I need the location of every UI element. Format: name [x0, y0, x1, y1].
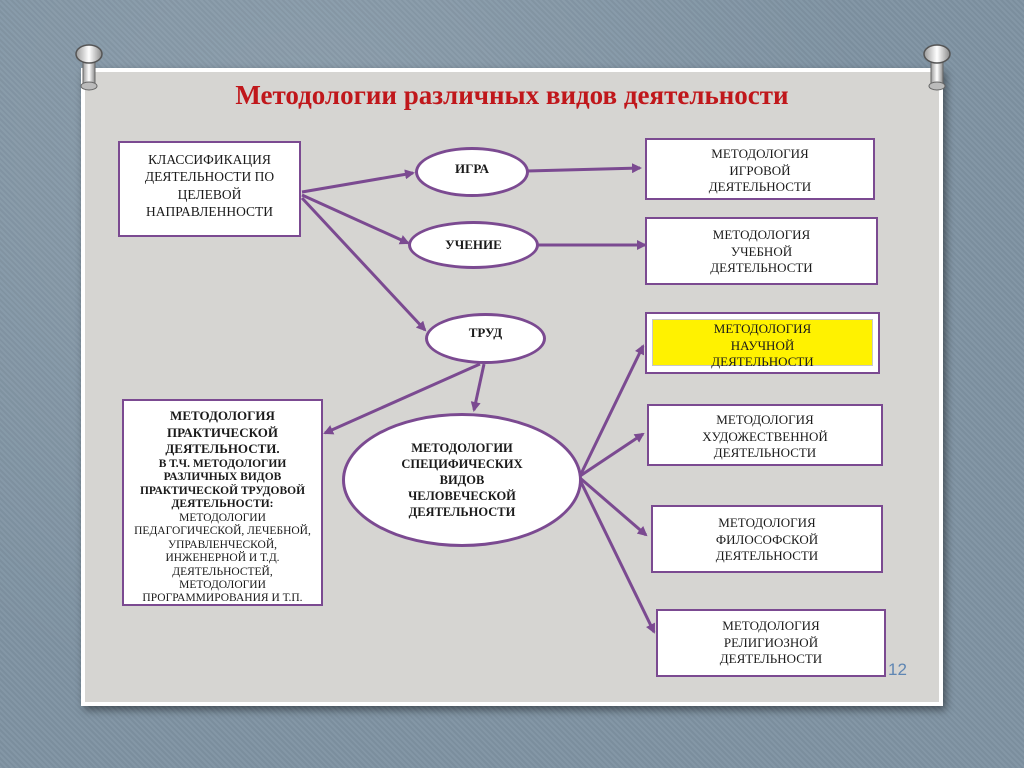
- game-methodology-line-2: ИГРОВОЙ: [729, 162, 791, 178]
- practical-heading-line-2: ПРАКТИЧЕСКОЙ: [167, 424, 278, 440]
- science-methodology-line-2: НАУЧНОЙ: [730, 337, 795, 353]
- practical-sub-line-3: ПРАКТИЧЕСКОЙ ТРУДОВОЙ: [139, 484, 306, 497]
- study-methodology-line-1: МЕТОДОЛОГИЯ: [712, 227, 811, 242]
- oval-labor: ТРУД: [425, 313, 546, 364]
- specific-line-2: СПЕЦИФИЧЕСКИХ: [401, 457, 523, 471]
- practical-methodology-box: МЕТОДОЛОГИЯ ПРАКТИЧЕСКОЙ ДЕЯТЕЛЬНОСТИ. В…: [122, 399, 323, 606]
- study-methodology-box: МЕТОДОЛОГИЯ УЧЕБНОЙ ДЕЯТЕЛЬНОСТИ: [645, 217, 878, 285]
- specific-line-1: МЕТОДОЛОГИИ: [411, 441, 513, 455]
- practical-list-line-2: ПЕДАГОГИЧЕСКОЙ, ЛЕЧЕБНОЙ,: [134, 525, 311, 538]
- art-methodology-line-1: МЕТОДОЛОГИЯ: [716, 412, 814, 427]
- study-methodology-line-3: ДЕЯТЕЛЬНОСТИ: [710, 260, 813, 276]
- practical-sub: В Т.Ч. МЕТОДОЛОГИИ РАЗЛИЧНЫХ ВИДОВ ПРАКТ…: [124, 458, 321, 606]
- practical-list-line-5: ДЕЯТЕЛЬНОСТЕЙ,: [172, 565, 273, 578]
- practical-heading-line-3: ДЕЯТЕЛЬНОСТИ.: [165, 441, 280, 457]
- arrow-specific-to-science: [578, 344, 645, 477]
- page-number: 12: [888, 660, 907, 679]
- science-methodology-line-3: ДЕЯТЕЛЬНОСТИ: [711, 354, 814, 370]
- science-highlight: [652, 319, 873, 366]
- arrow-specific-to-religion: [578, 479, 656, 634]
- arrow-classification-to-study: [301, 193, 410, 245]
- classification-line-1: КЛАССИФИКАЦИЯ: [148, 152, 271, 167]
- practical-sub-line-4: ДЕЯТЕЛЬНОСТИ:: [171, 498, 274, 511]
- art-methodology-line-2: ХУДОЖЕСТВЕННОЙ: [702, 428, 828, 444]
- oval-labor-label: ТРУД: [468, 324, 503, 340]
- classification-box: КЛАССИФИКАЦИЯ ДЕЯТЕЛЬНОСТИ ПО ЦЕЛЕВОЙ НА…: [118, 141, 301, 237]
- specific-line-4: ЧЕЛОВЕЧЕСКОЙ: [408, 489, 516, 503]
- specific-line-3: ВИДОВ: [439, 473, 485, 487]
- arrow-specific-to-art: [579, 432, 645, 478]
- arrow-classification-to-game: [301, 169, 415, 194]
- slide-title: Методологии различных видов деятельности: [235, 80, 789, 110]
- practical-list-line-4: ИНЖЕНЕРНОЙ И Т.Д.: [165, 552, 280, 565]
- arrow-specific-to-philosophy: [579, 476, 648, 537]
- practical-list-line-3: УПРАВЛЕНЧЕСКОЙ,: [167, 538, 278, 551]
- art-methodology-line-3: ДЕЯТЕЛЬНОСТИ: [713, 445, 817, 461]
- game-methodology-line-1: МЕТОДОЛОГИЯ: [711, 146, 809, 161]
- philosophy-methodology-line-1: МЕТОДОЛОГИЯ: [718, 515, 816, 530]
- oval-study: УЧЕНИЕ: [408, 221, 539, 269]
- arrow-classification-to-labor: [300, 196, 427, 332]
- philosophy-methodology-line-3: ДЕЯТЕЛЬНОСТИ: [715, 548, 819, 564]
- arrow-labor-to-practical: [323, 362, 481, 435]
- science-methodology-line-1: МЕТОДОЛОГИЯ: [713, 321, 812, 336]
- practical-sub-line-2: РАЗЛИЧНЫХ ВИДОВ: [163, 471, 282, 484]
- religion-methodology-box: МЕТОДОЛОГИЯ РЕЛИГИОЗНОЙ ДЕЯТЕЛЬНОСТИ: [656, 609, 886, 677]
- science-methodology-box: МЕТОДОЛОГИЯ НАУЧНОЙ ДЕЯТЕЛЬНОСТИ: [645, 312, 880, 374]
- arrow-labor-to-specific: [470, 363, 486, 412]
- practical-heading-line-1: МЕТОДОЛОГИЯ: [170, 408, 275, 423]
- art-methodology-box: МЕТОДОЛОГИЯ ХУДОЖЕСТВЕННОЙ ДЕЯТЕЛЬНОСТИ: [647, 404, 883, 466]
- study-methodology-line-2: УЧЕБНОЙ: [730, 243, 793, 259]
- arrow-game-to-methodology: [526, 163, 642, 174]
- game-methodology-box: МЕТОДОЛОГИЯ ИГРОВОЙ ДЕЯТЕЛЬНОСТИ: [645, 138, 875, 200]
- oval-game-label: ИГРА: [454, 161, 490, 176]
- religion-methodology-line-3: ДЕЯТЕЛЬНОСТИ: [719, 651, 823, 667]
- practical-sub-line-1: В Т.Ч. МЕТОДОЛОГИИ: [158, 457, 287, 470]
- practical-list-line-6: МЕТОДОЛОГИИ: [179, 578, 266, 591]
- game-methodology-line-3: ДЕЯТЕЛЬНОСТИ: [708, 179, 812, 195]
- philosophy-methodology-line-2: ФИЛОСОФСКОЙ: [715, 531, 819, 547]
- religion-methodology-line-2: РЕЛИГИОЗНОЙ: [723, 634, 819, 650]
- oval-study-label: УЧЕНИЕ: [445, 237, 502, 252]
- philosophy-methodology-box: МЕТОДОЛОГИЯ ФИЛОСОФСКОЙ ДЕЯТЕЛЬНОСТИ: [651, 505, 883, 573]
- practical-list-line-1: МЕТОДОЛОГИИ: [179, 511, 266, 524]
- religion-methodology-line-1: МЕТОДОЛОГИЯ: [722, 618, 820, 633]
- classification-line-3: ЦЕЛЕВОЙ: [177, 186, 242, 202]
- right-pin-icon: [923, 44, 951, 91]
- classification-line-2: ДЕЯТЕЛЬНОСТИ ПО: [144, 169, 275, 185]
- classification-line-4: НАПРАВЛЕННОСТИ: [145, 203, 274, 219]
- practical-list-line-7: ПРОГРАММИРОВАНИЯ И Т.П.: [142, 592, 303, 605]
- oval-game: ИГРА: [415, 147, 529, 197]
- left-pin-icon: [75, 44, 103, 91]
- oval-specific-methodologies: МЕТОДОЛОГИИ СПЕЦИФИЧЕСКИХ ВИДОВ ЧЕЛОВЕЧЕ…: [342, 413, 582, 547]
- specific-line-5: ДЕЯТЕЛЬНОСТИ: [408, 505, 516, 519]
